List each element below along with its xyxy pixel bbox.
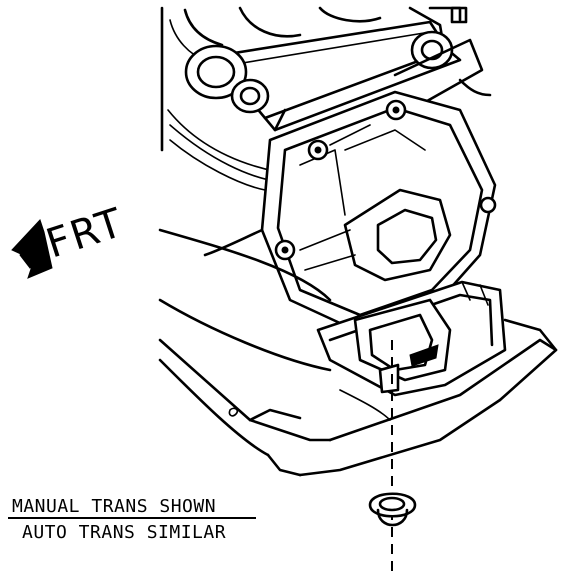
front-label: FRT [41, 200, 130, 268]
caption-block: MANUAL TRANS SHOWN AUTO TRANS SIMILAR [8, 496, 256, 543]
upper-frame-structure [160, 6, 492, 191]
caption-line-2: AUTO TRANS SIMILAR [22, 522, 226, 543]
transmission-mount [316, 280, 507, 397]
lower-crossmember [158, 228, 558, 477]
caption-line-1: MANUAL TRANS SHOWN [12, 496, 216, 517]
fastener-centerline [368, 340, 417, 572]
front-direction-indicator: FRT [11, 200, 130, 279]
transmission-housing [203, 90, 497, 332]
